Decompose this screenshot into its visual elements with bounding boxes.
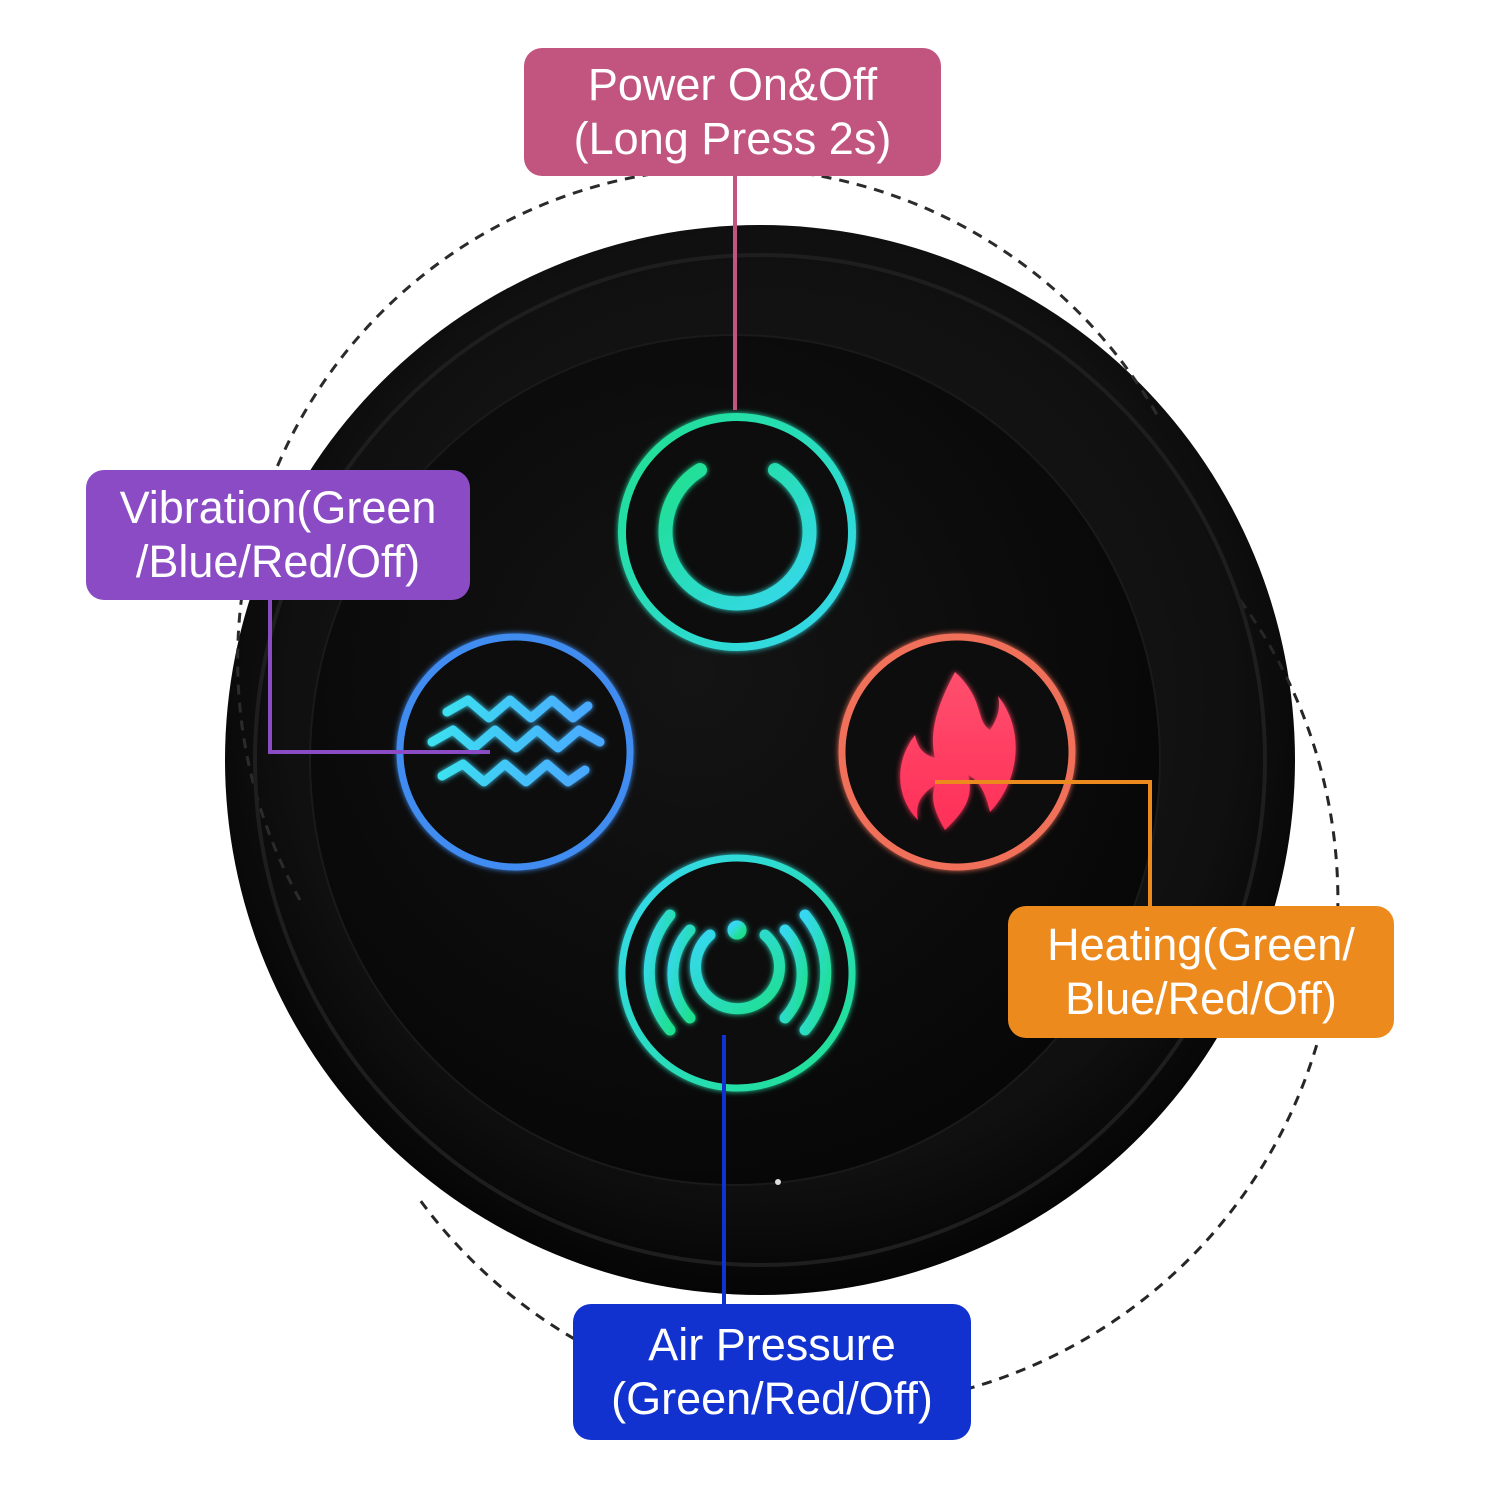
air-pressure-icon [643,909,832,1036]
heating-callout: Heating(Green/ Blue/Red/Off) [1008,906,1394,1038]
power-callout-line1: Power On&Off [587,59,878,110]
vibration-leader-line [268,600,490,754]
control-face [310,335,1160,1185]
air-pressure-callout-line2: (Green/Red/Off) [611,1373,933,1424]
housing-rim [253,253,1267,1267]
stitching [236,166,1162,901]
heating-callout-line2: Blue/Red/Off) [1065,973,1337,1024]
air-pressure-callout-line1: Air Pressure [648,1319,896,1370]
heating-button[interactable] [838,633,1076,871]
vibration-button[interactable] [396,633,634,871]
air-pressure-button[interactable] [618,854,856,1092]
vibration-callout: Vibration(Green /Blue/Red/Off) [86,470,470,600]
heating-callout-line1: Heating(Green/ [1047,919,1355,970]
air-pressure-button-ring [618,854,856,1092]
heating-leader-line [935,780,1152,906]
vibration-callout-line2: /Blue/Red/Off) [135,536,421,587]
indicator-dot [775,1179,781,1185]
waves-icon [427,695,605,787]
power-callout-line2: (Long Press 2s) [573,113,892,164]
power-callout: Power On&Off (Long Press 2s) [524,48,941,176]
air-pressure-callout: Air Pressure (Green/Red/Off) [573,1304,971,1440]
flame-icon [900,672,1016,830]
vibration-callout-line1: Vibration(Green [119,482,437,533]
power-button[interactable] [618,413,856,651]
power-icon [658,438,817,611]
